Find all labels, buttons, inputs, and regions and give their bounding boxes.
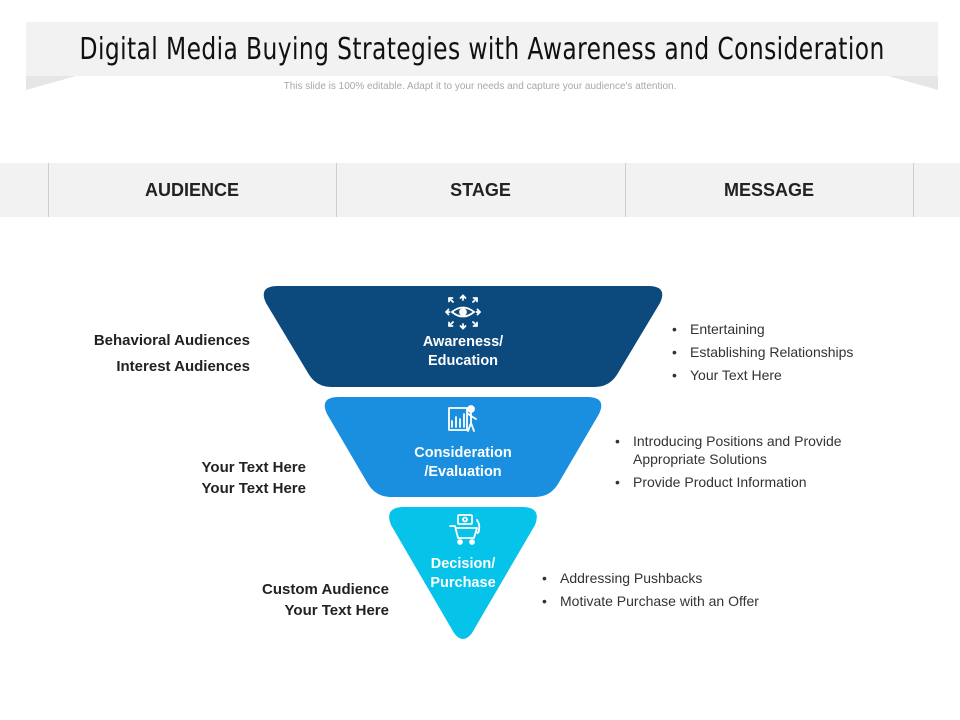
audience-item: Behavioral Audiences: [93, 332, 250, 349]
page-title: Digital Media Buying Strategies with Awa…: [79, 31, 885, 67]
title-band: Digital Media Buying Strategies with Awa…: [26, 22, 938, 76]
stage-label-awareness: Awareness/ Education: [363, 333, 563, 371]
funnel-stage-awareness: [263, 286, 663, 387]
cart-money-icon: [449, 514, 481, 545]
audience-item: Interest Audiences: [116, 358, 250, 375]
audience-group-awareness: Behavioral Audiences Interest Audiences: [94, 328, 250, 380]
stage-label-line: Awareness/: [422, 334, 504, 350]
column-divider: [48, 163, 49, 217]
message-list-consideration: Introducing Positions and Provide Approp…: [615, 432, 865, 496]
audience-item: Your Text Here: [201, 480, 306, 497]
title-wedge-right: [888, 76, 938, 90]
stage-label-line: Consideration: [414, 445, 512, 461]
message-item: Motivate Purchase with an Offer: [542, 592, 822, 610]
stage-label-consideration: Consideration /Evaluation: [363, 444, 563, 482]
column-divider: [336, 163, 337, 217]
column-divider: [913, 163, 914, 217]
column-header-band: [0, 163, 960, 217]
message-item: Your Text Here: [672, 366, 922, 384]
message-item: Introducing Positions and Provide Approp…: [615, 432, 865, 468]
stage-label-decision: Decision/ Purchase: [363, 555, 563, 593]
audience-item: Your Text Here: [284, 602, 389, 619]
person-chart-icon: [448, 405, 477, 432]
audience-group-consideration: Your Text Here Your Text Here: [202, 457, 306, 499]
page-subtitle: This slide is 100% editable. Adapt it to…: [283, 81, 677, 92]
funnel-stage-consideration: [324, 397, 602, 497]
audience-item: Custom Audience: [262, 581, 389, 598]
audience-item: Your Text Here: [201, 459, 306, 476]
message-list-awareness: Entertaining Establishing Relationships …: [672, 320, 922, 389]
column-header-audience: AUDIENCE: [144, 180, 239, 200]
message-item: Provide Product Information: [615, 473, 865, 491]
column-header-message: MESSAGE: [723, 180, 815, 200]
column-header-stage: STAGE: [450, 180, 511, 200]
eye-arrows-icon: [445, 294, 481, 330]
message-list-decision: Addressing Pushbacks Motivate Purchase w…: [542, 569, 822, 615]
stage-label-line: Purchase: [430, 575, 496, 591]
stage-label-line: Decision/: [430, 556, 496, 572]
funnel-stage-decision: [389, 507, 537, 639]
stage-label-line: Education: [427, 353, 499, 369]
message-item: Establishing Relationships: [672, 343, 922, 361]
stage-label-line: /Evaluation: [424, 464, 502, 480]
message-item: Entertaining: [672, 320, 922, 338]
audience-group-decision: Custom Audience Your Text Here: [262, 579, 389, 621]
message-item: Addressing Pushbacks: [542, 569, 822, 587]
column-divider: [625, 163, 626, 217]
title-wedge-left: [26, 76, 76, 90]
